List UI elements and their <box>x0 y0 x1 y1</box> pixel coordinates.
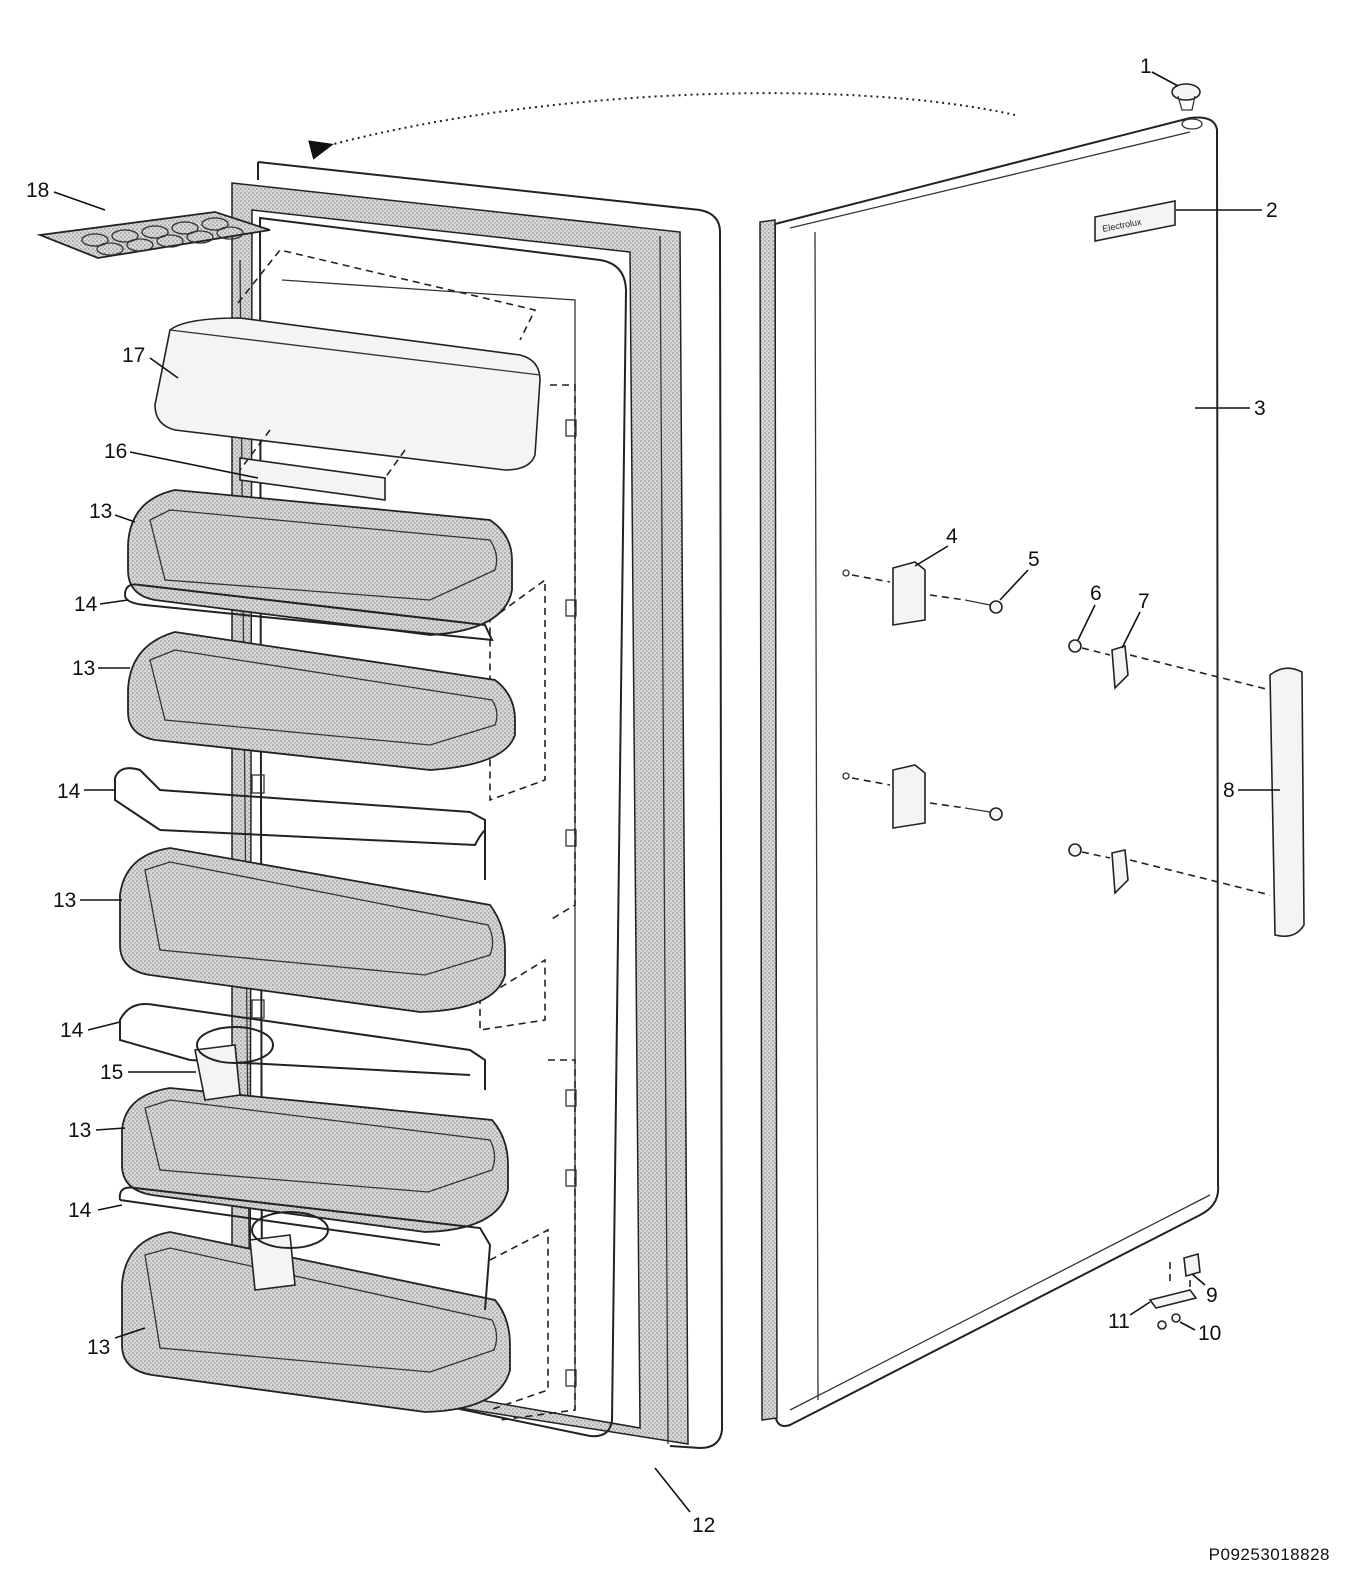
callout-13-d: 13 <box>68 1119 91 1142</box>
brand-badge: Electrolux <box>1094 200 1176 242</box>
callout-12: 12 <box>692 1514 715 1537</box>
callout-11: 11 <box>1108 1310 1130 1333</box>
callout-15: 15 <box>100 1061 123 1084</box>
callout-3: 3 <box>1254 397 1266 420</box>
callout-18: 18 <box>26 179 49 202</box>
callout-13-e: 13 <box>87 1336 110 1359</box>
ice-tray <box>36 211 271 259</box>
leader-lines <box>53 71 1280 1513</box>
callout-4: 4 <box>946 525 958 548</box>
callout-5: 5 <box>1028 548 1040 571</box>
bottle-holder <box>194 1026 329 1291</box>
callout-8: 8 <box>1223 779 1235 802</box>
callout-14-a: 14 <box>74 593 98 616</box>
callout-9: 9 <box>1206 1284 1218 1307</box>
door-shelves <box>119 489 516 1413</box>
callout-labels: 1 2 3 4 5 6 7 8 9 10 11 12 13 13 13 13 1… <box>26 55 1278 1537</box>
callout-14-d: 14 <box>68 1199 92 1222</box>
door-handle <box>1269 667 1305 938</box>
handle-brackets <box>842 561 1003 829</box>
callout-14-b: 14 <box>57 780 81 803</box>
callout-13-c: 13 <box>53 889 76 912</box>
top-hinge-cap <box>1171 83 1201 111</box>
callout-13-b: 13 <box>72 657 95 680</box>
dairy-flap <box>239 457 386 501</box>
document-code: P09253018828 <box>1208 1545 1330 1564</box>
callout-7: 7 <box>1138 590 1150 613</box>
handle-clips <box>1068 639 1271 896</box>
callout-16: 16 <box>104 440 127 463</box>
callout-1: 1 <box>1140 55 1152 78</box>
door-seal-strip <box>759 219 778 1421</box>
callout-17: 17 <box>122 344 145 367</box>
bottom-hinge <box>1148 1252 1201 1330</box>
door-liner <box>258 216 628 1438</box>
outer-door-panel <box>759 116 1220 1427</box>
callout-2: 2 <box>1266 199 1278 222</box>
callout-14-c: 14 <box>60 1019 84 1042</box>
callout-13-a: 13 <box>89 500 112 523</box>
dairy-compartment <box>154 317 541 471</box>
rotation-arrow <box>308 92 1016 160</box>
callout-6: 6 <box>1090 582 1102 605</box>
callout-10: 10 <box>1198 1322 1221 1345</box>
